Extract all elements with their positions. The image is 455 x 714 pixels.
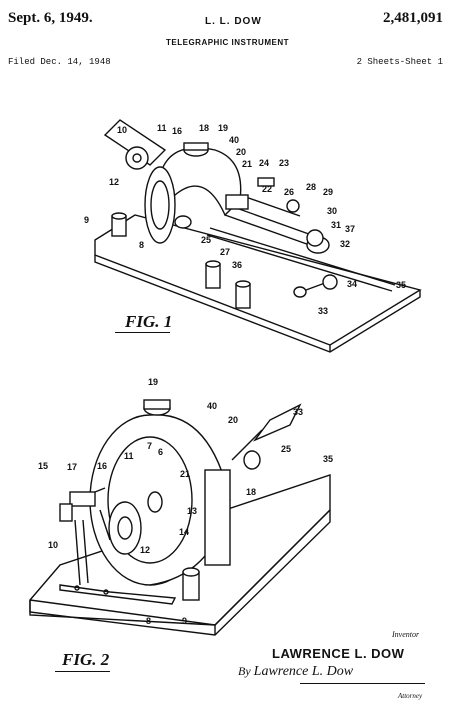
svg-text:19: 19 xyxy=(148,377,158,387)
figure-1-reference-numerals: 10 11 16 18 19 40 20 21 24 23 12 22 26 2… xyxy=(84,123,406,316)
svg-text:20: 20 xyxy=(228,415,238,425)
svg-text:18: 18 xyxy=(246,487,256,497)
svg-text:12: 12 xyxy=(140,545,150,555)
svg-text:33: 33 xyxy=(318,306,328,316)
svg-text:25: 25 xyxy=(281,444,291,454)
figure-1-label: FIG. 1 xyxy=(125,312,173,331)
patent-number: 2,481,091 xyxy=(383,10,443,26)
svg-text:30: 30 xyxy=(327,206,337,216)
svg-text:14: 14 xyxy=(179,527,189,537)
inventor-name: LAWRENCE L. DOW xyxy=(272,646,405,661)
svg-text:7: 7 xyxy=(147,441,152,451)
svg-text:16: 16 xyxy=(97,461,107,471)
handwritten-signature: Lawrence L. Dow xyxy=(253,664,354,679)
svg-text:22: 22 xyxy=(262,184,272,194)
by-label: By Lawrence L. Dow xyxy=(238,664,354,679)
inventor-label: Inventor xyxy=(392,630,420,639)
svg-text:20: 20 xyxy=(236,147,246,157)
svg-text:34: 34 xyxy=(347,279,357,289)
figure-2-label: FIG. 2 xyxy=(62,650,110,669)
svg-text:11: 11 xyxy=(157,123,167,133)
svg-text:25: 25 xyxy=(201,235,211,245)
svg-text:29: 29 xyxy=(323,187,333,197)
signature-line xyxy=(300,683,425,684)
svg-text:23: 23 xyxy=(279,158,289,168)
svg-text:24: 24 xyxy=(259,158,269,168)
sheet-count: 2 Sheets-Sheet 1 xyxy=(356,57,443,67)
svg-text:31: 31 xyxy=(331,220,341,230)
svg-text:21: 21 xyxy=(242,159,252,169)
svg-text:11: 11 xyxy=(124,451,134,461)
figure-1-drawing xyxy=(94,119,422,353)
svg-text:19: 19 xyxy=(218,123,228,133)
svg-text:10: 10 xyxy=(48,540,58,550)
filed-date: Filed Dec. 14, 1948 xyxy=(8,57,111,67)
svg-text:8: 8 xyxy=(139,240,144,250)
svg-text:21: 21 xyxy=(180,469,190,479)
svg-text:37: 37 xyxy=(345,224,355,234)
svg-text:6: 6 xyxy=(158,447,163,457)
patent-date: Sept. 6, 1949. xyxy=(8,10,93,26)
svg-text:8: 8 xyxy=(146,616,151,626)
figure-2-underline xyxy=(55,671,110,672)
inventor-header: L. L. DOW xyxy=(205,16,262,27)
svg-text:28: 28 xyxy=(306,182,316,192)
figure-2-reference-numerals: 19 40 20 33 25 35 15 17 16 11 7 6 21 13 … xyxy=(38,377,333,626)
svg-text:9: 9 xyxy=(182,616,187,626)
svg-text:18: 18 xyxy=(199,123,209,133)
svg-text:35: 35 xyxy=(396,280,406,290)
svg-text:40: 40 xyxy=(229,135,239,145)
svg-text:33: 33 xyxy=(293,407,303,417)
svg-text:10: 10 xyxy=(117,125,127,135)
figure-2-drawing xyxy=(29,399,331,636)
svg-text:13: 13 xyxy=(187,506,197,516)
figure-1-underline xyxy=(115,332,170,333)
svg-text:9: 9 xyxy=(84,215,89,225)
attorney-label: Attorney xyxy=(398,692,423,700)
svg-text:12: 12 xyxy=(109,177,119,187)
svg-text:26: 26 xyxy=(284,187,294,197)
svg-text:15: 15 xyxy=(38,461,48,471)
patent-title: TELEGRAPHIC INSTRUMENT xyxy=(166,38,289,47)
svg-text:40: 40 xyxy=(207,401,217,411)
svg-text:27: 27 xyxy=(220,247,230,257)
svg-text:35: 35 xyxy=(323,454,333,464)
svg-text:36: 36 xyxy=(232,260,242,270)
svg-text:32: 32 xyxy=(340,239,350,249)
svg-text:17: 17 xyxy=(67,462,77,472)
svg-text:16: 16 xyxy=(172,126,182,136)
